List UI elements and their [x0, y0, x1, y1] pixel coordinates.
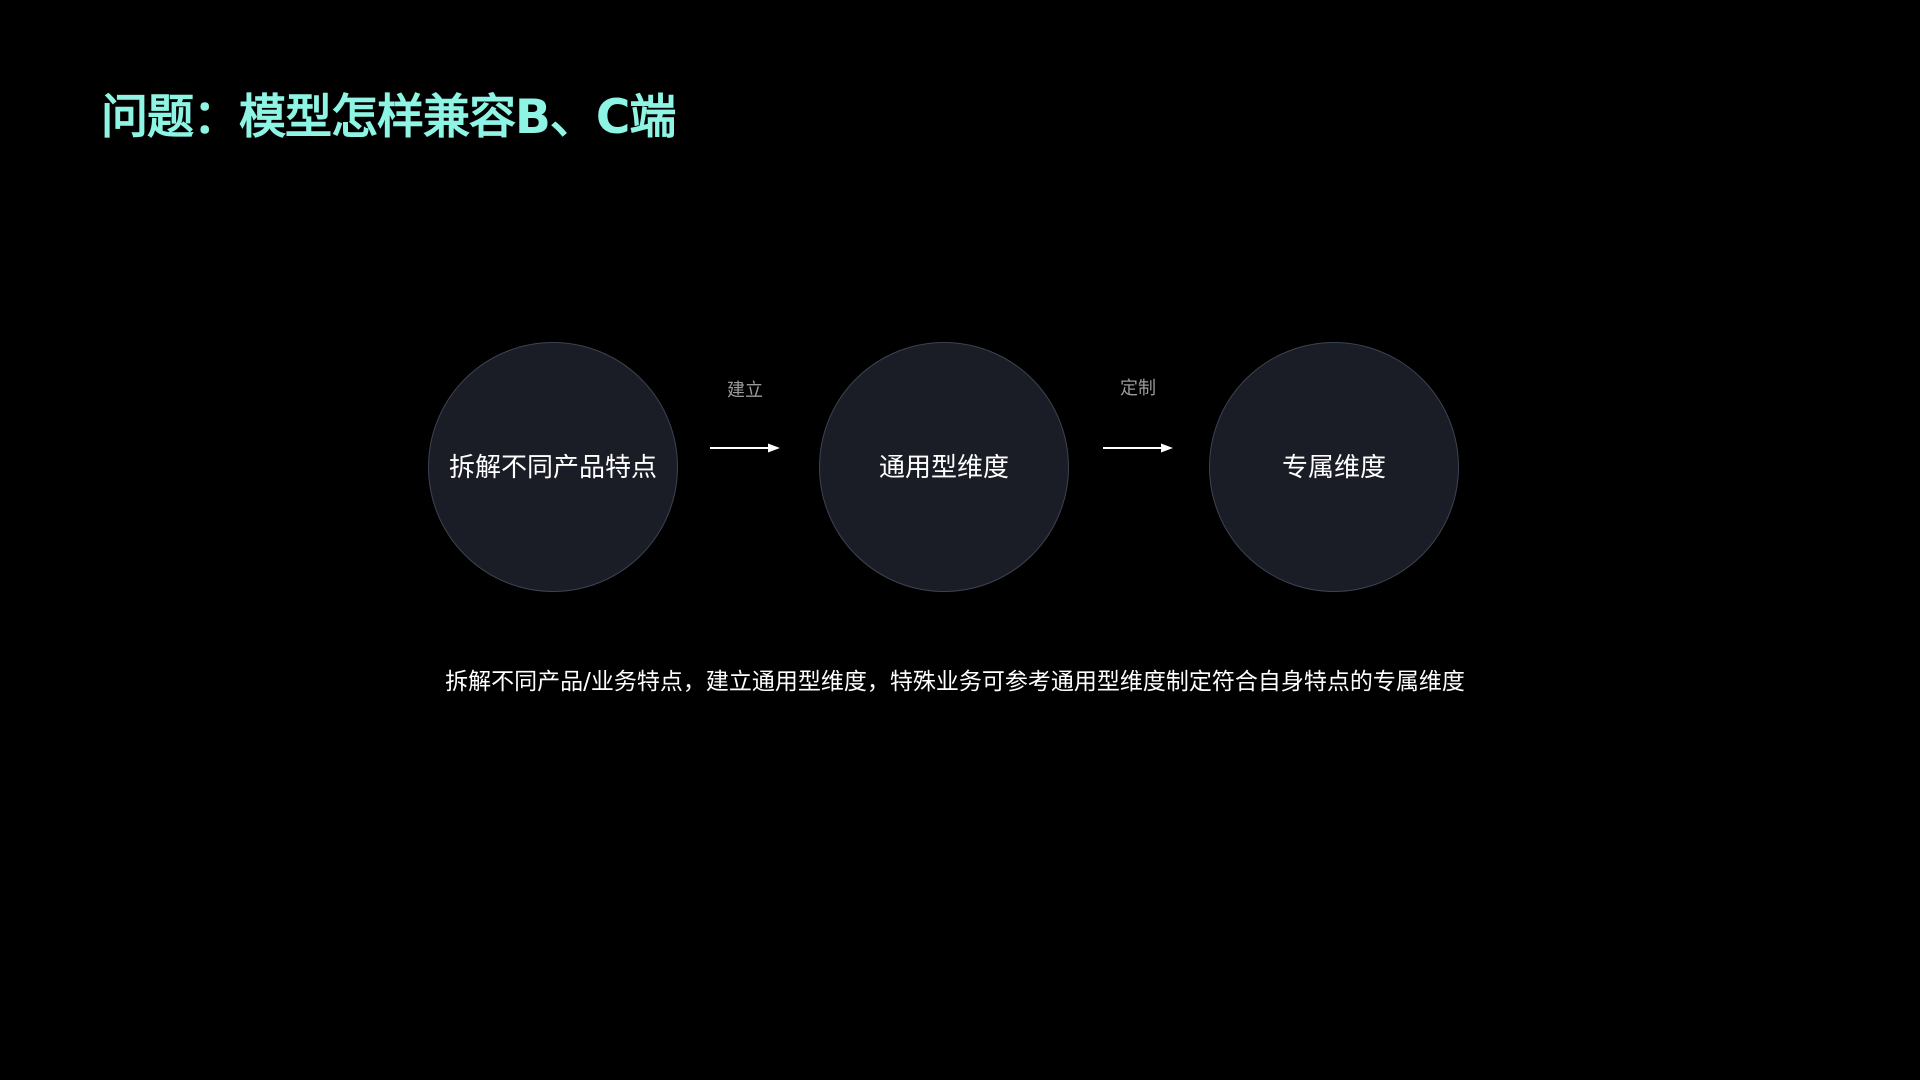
node-label: 专属维度 — [1281, 453, 1386, 483]
diagram-node-product-features: 拆解不同产品特点 — [428, 342, 678, 592]
node-label: 通用型维度 — [878, 453, 1009, 483]
node-label: 拆解不同产品特点 — [448, 453, 657, 483]
diagram-edge-customize: 定制 — [1103, 376, 1173, 456]
slide-title: 问题：模型怎样兼容B、C端 — [101, 90, 676, 145]
arrow-right-icon — [710, 443, 780, 453]
diagram-node-exclusive-dimension: 专属维度 — [1209, 342, 1459, 592]
slide-caption: 拆解不同产品/业务特点，建立通用型维度，特殊业务可参考通用型维度制定符合自身特点… — [445, 669, 1465, 695]
edge-label: 建立 — [727, 380, 763, 401]
edge-label: 定制 — [1120, 378, 1156, 399]
diagram-node-general-dimension: 通用型维度 — [819, 342, 1069, 592]
arrow-right-icon — [1103, 443, 1173, 453]
diagram-edge-establish: 建立 — [710, 378, 780, 458]
